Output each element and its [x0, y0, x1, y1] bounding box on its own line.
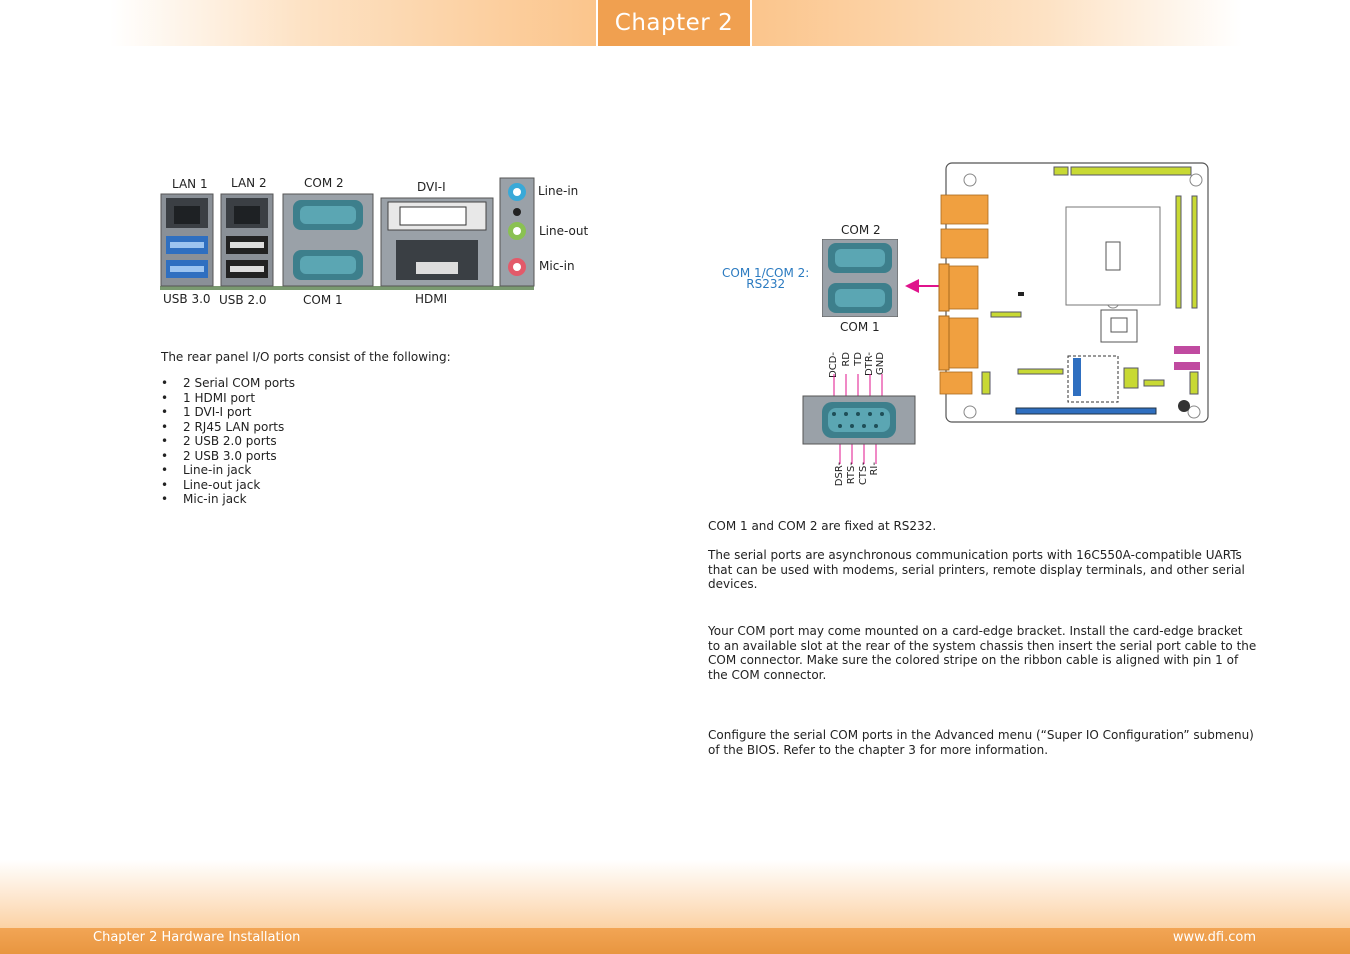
- label-com2-rear: COM 2: [304, 176, 344, 190]
- com-paragraph-2: The serial ports are asynchronous commun…: [708, 548, 1245, 591]
- pin-label: RD: [841, 352, 852, 367]
- list-item: 2 Serial COM ports: [161, 376, 295, 391]
- label-line-out: Line-out: [539, 224, 589, 238]
- footer-fade: [0, 860, 1350, 932]
- com-paragraph-3: Your COM port may come mounted on a card…: [708, 624, 1257, 682]
- pin-label: GND: [875, 352, 886, 375]
- list-item: Line-out jack: [161, 478, 295, 493]
- pin-label: DTR-: [864, 352, 875, 376]
- list-item: 1 HDMI port: [161, 391, 295, 406]
- callout-line1: COM 1/COM 2:: [722, 266, 810, 280]
- list-item: Line-in jack: [161, 463, 295, 478]
- header-band-left: [110, 0, 596, 46]
- label-lan1: LAN 1: [172, 177, 208, 191]
- pin-label: TD: [853, 352, 864, 366]
- label-usb30: USB 3.0: [163, 292, 211, 306]
- dvi-hdmi-stack: [380, 197, 494, 287]
- callout-com-type: COM 1/COM 2: RS232: [722, 266, 809, 291]
- footer-chapter-title: Chapter 2 Hardware Installation: [93, 930, 301, 945]
- com-paragraph-4: Configure the serial COM ports in the Ad…: [708, 728, 1254, 757]
- list-item: 2 USB 3.0 ports: [161, 449, 295, 464]
- pin-label: CTS-: [858, 462, 869, 486]
- com-paragraph-1: COM 1 and COM 2 are fixed at RS232.: [708, 519, 937, 533]
- db9-pinout-diagram: [802, 374, 916, 464]
- label-usb20: USB 2.0: [219, 293, 267, 307]
- audio-stack: [499, 177, 535, 287]
- pin-label: DSR-: [834, 462, 845, 487]
- com-connector-stack: [822, 239, 898, 317]
- rear-panel-list: 2 Serial COM ports 1 HDMI port 1 DVI-I p…: [161, 376, 295, 507]
- callout-line2: RS232: [746, 277, 786, 291]
- label-com1-diagram: COM 1: [840, 320, 880, 334]
- pin-label: RI-: [869, 462, 880, 476]
- footer-bar: [0, 928, 1350, 954]
- list-item: 1 DVI-I port: [161, 405, 295, 420]
- label-line-in: Line-in: [538, 184, 579, 198]
- lan1-usb30-stack: [160, 193, 214, 287]
- lan2-usb20-stack: [220, 193, 274, 287]
- rear-panel-illustration: [160, 177, 535, 290]
- motherboard-layout-diagram: [938, 162, 1209, 423]
- footer-website: www.dfi.com: [1172, 930, 1256, 945]
- list-item: Mic-in jack: [161, 492, 295, 507]
- label-mic-in: Mic-in: [539, 259, 575, 273]
- label-dvi: DVI-I: [417, 180, 446, 194]
- label-hdmi: HDMI: [415, 292, 448, 306]
- com-stack: [282, 193, 374, 287]
- chapter-tab: Chapter 2: [598, 0, 750, 46]
- header-band-right: [752, 0, 1242, 46]
- label-lan2: LAN 2: [231, 176, 267, 190]
- label-com2-diagram: COM 2: [841, 223, 881, 237]
- rear-panel-intro: The rear panel I/O ports consist of the …: [161, 350, 451, 364]
- label-com1-rear: COM 1: [303, 293, 343, 307]
- list-item: 2 USB 2.0 ports: [161, 434, 295, 449]
- list-item: 2 RJ45 LAN ports: [161, 420, 295, 435]
- pin-label: RTS-: [846, 462, 857, 485]
